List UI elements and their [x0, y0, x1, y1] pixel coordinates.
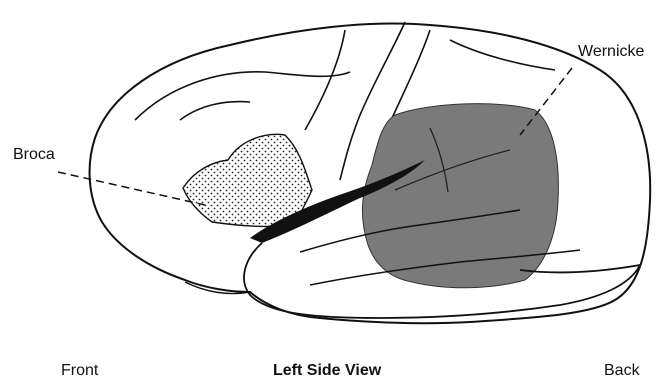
broca-label: Broca [13, 146, 55, 164]
wernicke-label: Wernicke [578, 43, 644, 61]
wernicke-region [362, 104, 558, 288]
front-label: Front [61, 362, 98, 380]
back-label: Back [604, 362, 640, 380]
view-title: Left Side View [273, 362, 381, 380]
